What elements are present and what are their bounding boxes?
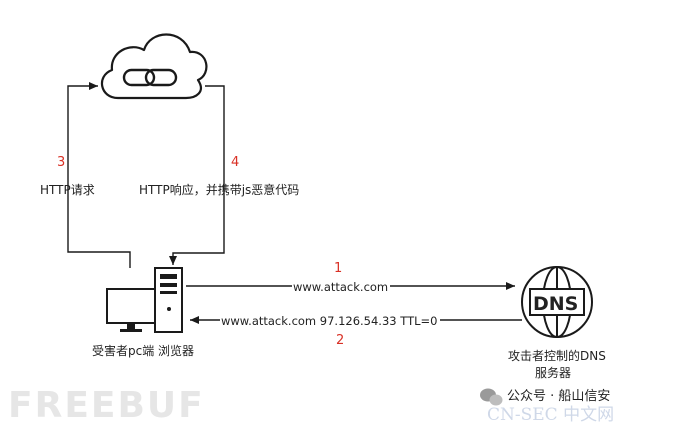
step-4-number: 4 [231, 155, 239, 170]
wechat-icon [480, 388, 503, 406]
http-request-arrow [67, 82, 131, 268]
dns-query-label: www.attack.com [293, 280, 388, 294]
cloud-server-icon [101, 33, 208, 100]
dns-answer-label: www.attack.com 97.126.54.33 TTL=0 [221, 314, 437, 328]
dns-logo-text: DNS [533, 293, 578, 315]
freebuf-watermark: FREEBUF [8, 385, 205, 426]
step-1-number: 1 [334, 261, 342, 276]
dns-server-label-line1: 攻击者控制的DNS [508, 348, 606, 363]
cnsec-watermark: CN-SEC 中文网 [487, 405, 614, 425]
step-2-number: 2 [336, 333, 344, 348]
http-response-arrow [169, 85, 225, 265]
step-3-number: 3 [57, 155, 65, 170]
dns-server-label-line2: 服务器 [535, 365, 571, 380]
link-icon [122, 68, 178, 87]
http-response-label: HTTP响应，并携带js恶意代码 [139, 182, 299, 197]
http-request-label: HTTP请求 [40, 183, 95, 197]
wechat-account-watermark: 公众号 · 船山信安 [507, 389, 610, 404]
victim-computer-icon [106, 267, 183, 333]
victim-pc-label: 受害者pc端 浏览器 [92, 343, 194, 358]
